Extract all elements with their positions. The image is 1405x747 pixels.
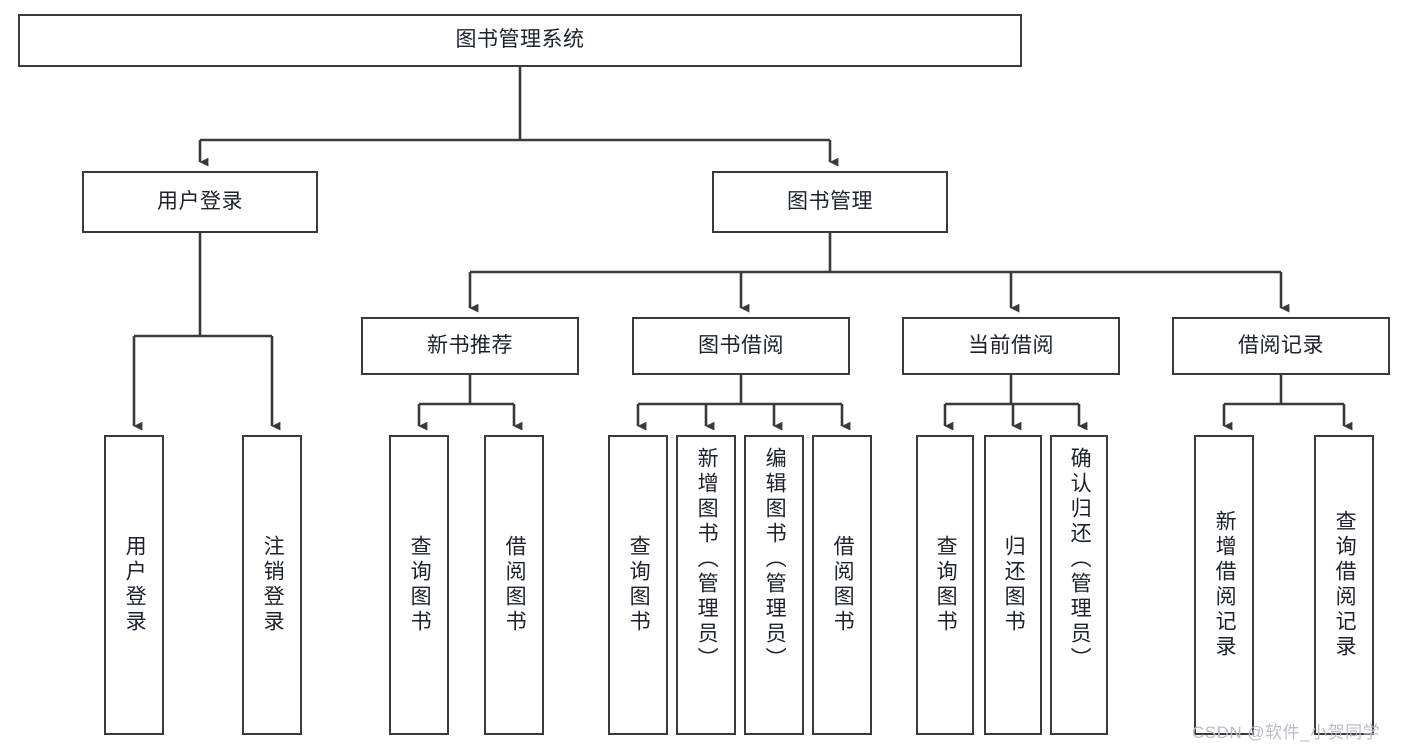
node-leaf-add-book-label: 新增图书（管理员） [695,447,719,672]
connectors-borrow-record [1222,375,1353,431]
node-leaf-edit-book-label: 编辑图书（管理员） [763,447,787,672]
connectors-current-borrow [943,375,1088,431]
node-leaf-borrow-book-1-label: 借阅图书 [503,535,527,635]
node-book-manage[interactable]: 图书管理 [712,171,948,233]
node-borrow-record[interactable]: 借阅记录 [1172,317,1390,375]
connectors-book-borrow [636,375,851,431]
node-leaf-query-record-label: 查询借阅记录 [1333,510,1357,660]
node-leaf-user-logout[interactable]: 注销登录 [242,435,302,735]
node-leaf-borrow-book-1[interactable]: 借阅图书 [484,435,544,735]
node-leaf-query-record[interactable]: 查询借阅记录 [1314,435,1374,735]
node-leaf-return-book-label: 归还图书 [1002,535,1026,635]
node-root[interactable]: 图书管理系统 [18,14,1022,67]
node-leaf-query-book-3-label: 查询图书 [934,535,958,635]
node-leaf-user-login[interactable]: 用户登录 [104,435,164,735]
node-leaf-borrow-book-2[interactable]: 借阅图书 [812,435,872,735]
node-leaf-edit-book[interactable]: 编辑图书（管理员） [744,435,804,735]
node-leaf-return-book[interactable]: 归还图书 [984,435,1042,735]
node-root-label: 图书管理系统 [455,28,585,52]
node-leaf-add-record[interactable]: 新增借阅记录 [1194,435,1254,735]
connectors-book-manage [468,233,1290,313]
node-leaf-borrow-book-2-label: 借阅图书 [831,535,855,635]
node-current-borrow-label: 当前借阅 [968,333,1054,357]
node-leaf-add-book[interactable]: 新增图书（管理员） [676,435,736,735]
node-current-borrow[interactable]: 当前借阅 [902,317,1120,375]
node-leaf-user-login-label: 用户登录 [123,535,147,635]
node-book-manage-label: 图书管理 [787,189,873,213]
node-new-book-rec[interactable]: 新书推荐 [361,317,579,375]
node-book-borrow-label: 图书借阅 [698,333,784,357]
node-leaf-query-book-3[interactable]: 查询图书 [916,435,974,735]
connectors-root [198,67,839,167]
node-borrow-record-label: 借阅记录 [1238,333,1324,357]
node-leaf-query-book-2[interactable]: 查询图书 [608,435,668,735]
node-leaf-query-book-1[interactable]: 查询图书 [389,435,449,735]
node-leaf-add-record-label: 新增借阅记录 [1213,510,1237,660]
node-leaf-confirm-return[interactable]: 确认归还（管理员） [1050,435,1108,735]
connectors-new-book-rec [417,375,523,431]
node-leaf-query-book-1-label: 查询图书 [408,535,432,635]
node-user-login-label: 用户登录 [157,189,243,213]
node-book-borrow[interactable]: 图书借阅 [632,317,850,375]
node-leaf-user-logout-label: 注销登录 [261,535,285,635]
node-leaf-query-book-2-label: 查询图书 [627,535,651,635]
node-leaf-confirm-return-label: 确认归还（管理员） [1068,447,1092,672]
node-user-login[interactable]: 用户登录 [82,171,318,233]
node-new-book-rec-label: 新书推荐 [427,333,513,357]
connectors-user-login [132,233,281,431]
